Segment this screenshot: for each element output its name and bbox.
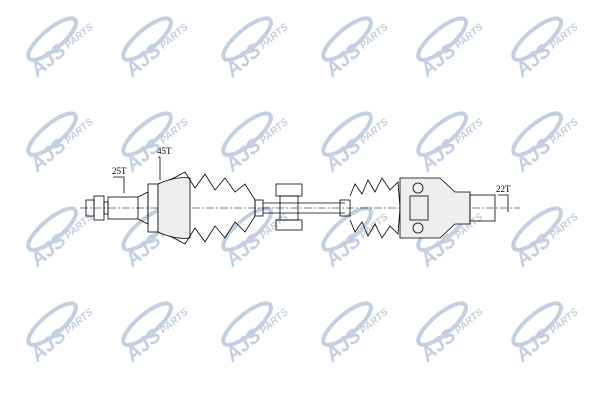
boot-clamp xyxy=(254,199,264,217)
inner-spline-stub xyxy=(469,194,496,222)
spline-label-22t: 22T xyxy=(496,184,511,194)
outer-spline-shaft xyxy=(107,196,139,220)
spline-label-25t: 25T xyxy=(112,166,127,176)
inner-boot-clamp xyxy=(339,199,351,217)
tripod-roller xyxy=(412,182,424,194)
abs-label-45t: 45T xyxy=(157,146,172,156)
damper-weight xyxy=(275,183,303,231)
outer-cv-joint xyxy=(157,177,191,239)
tripod-roller xyxy=(412,222,424,234)
